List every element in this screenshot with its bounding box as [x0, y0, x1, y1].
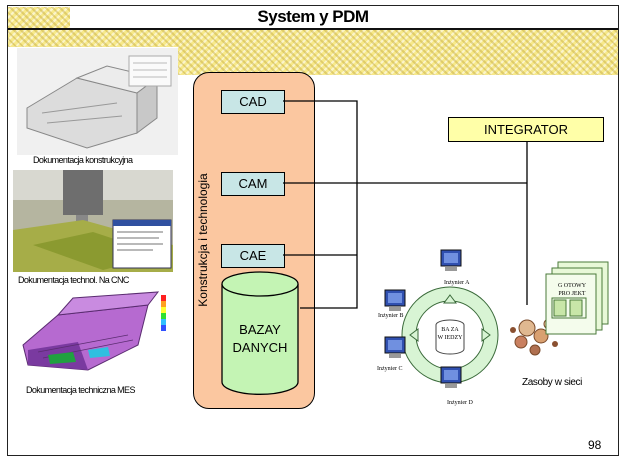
engineer-b-label: Inżynier B — [378, 313, 404, 319]
network-resources-caption: Zasoby w sieci — [522, 377, 582, 388]
final-project-document-icon — [545, 261, 609, 335]
engineer-d-label: Inżynier D — [447, 400, 473, 406]
engineer-a-label: Inżynier A — [444, 280, 470, 286]
cam-tool-box[interactable]: CAM — [221, 172, 285, 196]
header-pattern-left — [8, 7, 70, 28]
fem-analysis-image — [22, 291, 166, 371]
cae-tool-box[interactable]: CAE — [221, 244, 285, 268]
cad-documentation-caption: Dokumentacja konstrukcyjna — [33, 155, 133, 165]
computer-icon-b — [384, 289, 406, 311]
database-cylinder — [221, 271, 299, 395]
cad-drawing-image — [17, 48, 178, 155]
computer-icon-a — [440, 249, 462, 271]
slide-title: System y PDM — [257, 7, 369, 26]
computer-icon-d — [440, 366, 462, 388]
knowledge-network — [384, 249, 499, 388]
final-project-label-line2: PRO JEKT — [558, 291, 586, 297]
header-pattern-right-block — [178, 47, 618, 75]
cad-tool-box[interactable]: CAD — [221, 90, 285, 114]
knowledge-base-label-line2: W IEDZY — [437, 335, 463, 341]
page-number: 98 — [588, 438, 602, 452]
knowledge-base-label-line1: BA ZA — [441, 327, 459, 333]
engineer-c-label: Inżynier C — [377, 366, 403, 372]
integrator-box[interactable]: INTEGRATOR — [448, 117, 604, 142]
cnc-documentation-caption: Dokumentacja technol. Na CNC — [18, 275, 129, 285]
mes-documentation-caption: Dokumentacja techniczna MES — [26, 385, 135, 395]
computer-icon-c — [384, 336, 406, 358]
final-project-label-line1: G OTOWY — [557, 283, 587, 289]
title-divider — [8, 28, 618, 30]
database-label-line2: DANYCH — [232, 340, 288, 355]
header-pattern-band — [8, 30, 618, 47]
database-label-line1: BAZAY — [239, 322, 281, 337]
cnc-machining-image — [13, 170, 173, 272]
